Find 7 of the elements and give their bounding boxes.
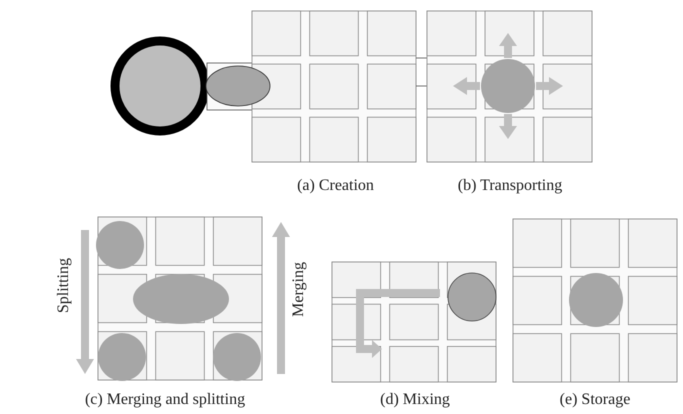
- arrow-label: Splitting: [54, 258, 73, 314]
- panel-caption: (b) Transporting: [456, 176, 564, 196]
- panel-caption: (d) Mixing: [379, 390, 451, 410]
- panel-caption: (e) Storage: [558, 390, 632, 410]
- panel-caption: (c) Merging and splitting: [84, 390, 246, 410]
- arrow-label: Merging: [289, 262, 308, 317]
- panel-caption: (a) Creation: [296, 176, 375, 196]
